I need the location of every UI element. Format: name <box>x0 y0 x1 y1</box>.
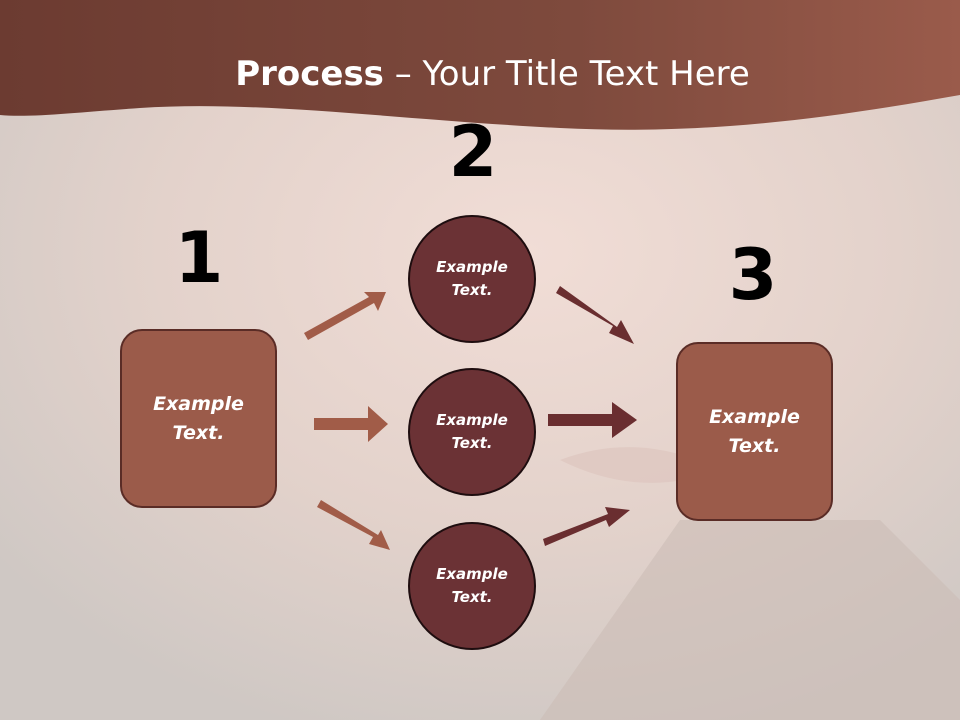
circle-bottom-text: Example Text. <box>436 565 508 606</box>
circle-top[interactable]: Example Text. <box>408 215 536 343</box>
circle-middle[interactable]: Example Text. <box>408 368 536 496</box>
step-3-text: Example Text. <box>709 405 800 457</box>
step-1-text: Example Text. <box>153 392 244 444</box>
step-1-number: 1 <box>174 217 224 299</box>
arrow-to-circle-top <box>304 292 386 340</box>
circle-top-text: Example Text. <box>436 258 508 299</box>
step-2-number: 2 <box>448 111 498 193</box>
slide-title: Process – Your Title Text Here <box>0 52 960 96</box>
arrow-from-circle-top <box>556 286 634 344</box>
circle-middle-text: Example Text. <box>436 411 508 452</box>
circle-bottom[interactable]: Example Text. <box>408 522 536 650</box>
arrow-to-circle-bottom <box>317 500 390 550</box>
step-3-box[interactable]: Example Text. <box>676 342 833 521</box>
step-3-number: 3 <box>728 234 778 316</box>
arrow-from-circle-middle <box>548 402 637 438</box>
arrow-to-circle-middle <box>314 406 388 442</box>
title-rest: – Your Title Text Here <box>383 54 750 94</box>
arrow-from-circle-bottom <box>543 507 630 546</box>
step-1-box[interactable]: Example Text. <box>120 329 277 508</box>
title-bold: Process <box>235 54 384 94</box>
